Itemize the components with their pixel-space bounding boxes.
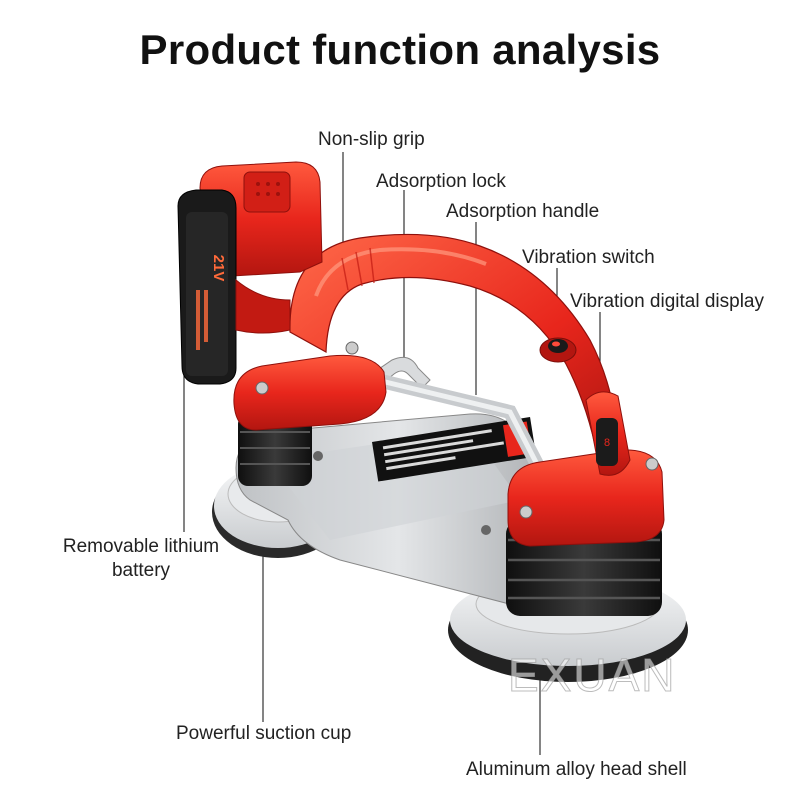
label-vibration-display: Vibration digital display: [570, 291, 764, 312]
label-adsorption-lock: Adsorption lock: [376, 171, 506, 192]
vibration-switch: [539, 337, 577, 363]
label-vibration-switch: Vibration switch: [522, 247, 655, 268]
right-red-housing: 8: [507, 391, 665, 547]
svg-text:8: 8: [604, 438, 611, 450]
label-adsorption-handle: Adsorption handle: [446, 201, 600, 222]
label-battery: Removable lithium battery: [62, 536, 220, 581]
page-title: Product function analysis: [139, 26, 661, 73]
battery-voltage-label: 21V: [210, 255, 227, 282]
removable-lithium-battery: 21V: [177, 161, 323, 385]
vibration-digital-display: [596, 418, 618, 466]
left-damper-block: [238, 414, 312, 486]
label-head-shell: Aluminum alloy head shell: [466, 759, 687, 780]
watermark: EXUAN: [507, 649, 677, 702]
left-red-housing: [233, 341, 387, 431]
aluminum-head-shell: [235, 413, 561, 613]
label-suction-cup: Powerful suction cup: [176, 723, 352, 744]
label-non-slip-grip: Non-slip grip: [318, 129, 425, 150]
